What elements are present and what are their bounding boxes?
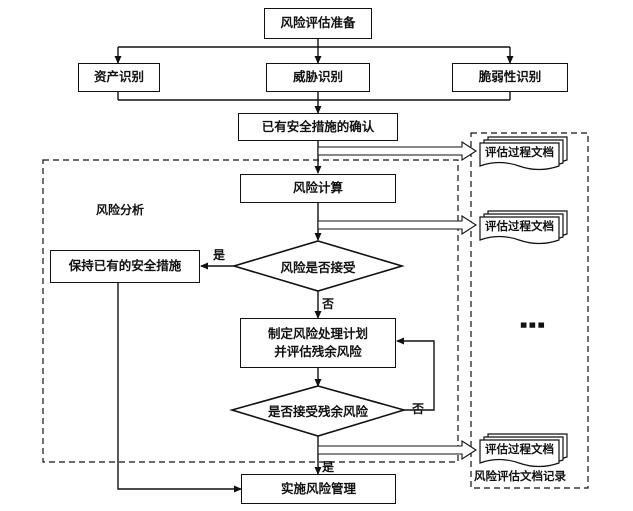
more-documents-ellipsis: ⋮: [514, 310, 549, 342]
connector-arrow: [117, 283, 242, 493]
no-label-accept: 否: [322, 297, 335, 311]
doc-record-frame: [470, 132, 589, 489]
risk-analysis-frame: [42, 159, 459, 463]
threat-identification-box: 威胁识别: [266, 63, 370, 92]
risk-calculation-box: 风险计算: [240, 174, 396, 203]
doc-record-label: 风险评估文档记录: [474, 469, 566, 483]
hollow-arrow-2: [317, 214, 478, 236]
process-document-2-text: 评估过程文档: [485, 219, 554, 233]
accept-decision-diamond: [231, 240, 405, 292]
risk-analysis-label: 风险分析: [96, 203, 145, 217]
residual-decision-text: 是否接受残余风险: [267, 403, 368, 419]
implement-risk-management-box: 实施风险管理: [241, 474, 396, 504]
accept-decision-text: 风险是否接受: [280, 259, 356, 275]
risk-treatment-plan-box: 制定风险处理计划 并评估残余风险: [240, 318, 396, 368]
asset-identification-box: 资产识别: [78, 63, 160, 92]
process-document-3-text: 评估过程文档: [485, 442, 554, 456]
yes-label-accept: 是: [213, 248, 226, 262]
document-stack-3: [479, 433, 568, 468]
no-label-residual: 否: [412, 402, 425, 416]
hollow-arrow-3: [317, 439, 478, 461]
confirm-existing-measures-box: 已有安全措施的确认: [238, 113, 398, 141]
vulnerability-identification-box: 脆弱性识别: [452, 63, 568, 92]
prepare-box: 风险评估准备: [264, 8, 372, 39]
document-stack-2: [479, 210, 568, 245]
yes-label-residual: 是: [322, 460, 335, 474]
keep-existing-measures-box: 保持已有的安全措施: [50, 250, 200, 283]
document-stack-1: [479, 136, 568, 171]
process-document-1-text: 评估过程文档: [485, 145, 554, 159]
connector-arrow: [396, 337, 435, 411]
residual-decision-diamond: [229, 385, 407, 437]
hollow-arrow-1: [317, 140, 478, 162]
